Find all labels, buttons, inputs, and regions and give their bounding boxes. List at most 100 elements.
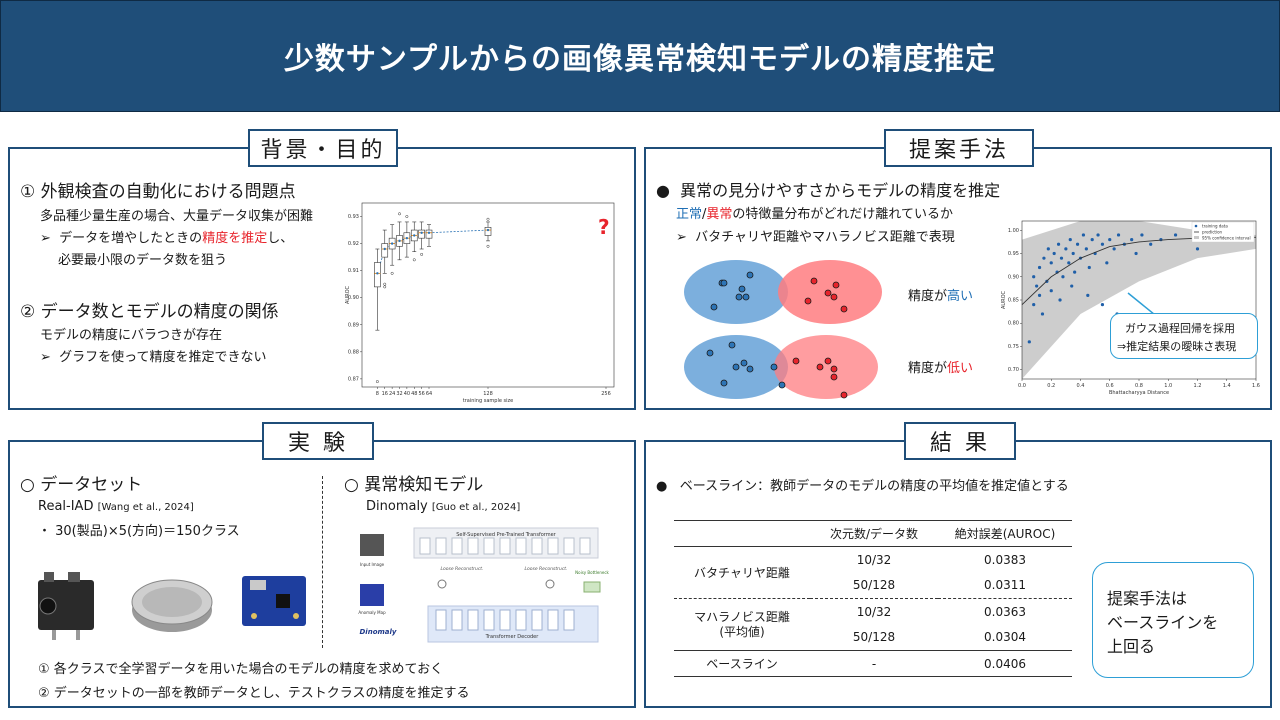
data-point [1052, 251, 1056, 256]
data-point [1058, 298, 1062, 302]
page-title: 少数サンプルからの画像異常検知モデルの精度推定 [283, 42, 997, 77]
table-row: 50/128 0.0304 [674, 625, 1072, 651]
method-callout: ガウス過程回帰を採用 ⇒推定結果の曖昧さ表現 [1110, 313, 1258, 359]
x-tick-label: 0.8 [1135, 383, 1143, 389]
product-images [38, 572, 306, 640]
x-tick-label: 256 [601, 391, 611, 397]
normal-distribution-high [684, 260, 788, 324]
results-table: 次元数/データ数 絶対誤差(AUROC) バタチャリヤ距離 10/32 0.03… [674, 520, 1072, 677]
legend-marker-data [1194, 224, 1198, 228]
results-callout-line1: 提案手法は [1107, 589, 1188, 608]
box [418, 229, 425, 239]
x-tick-label: 1.4 [1223, 383, 1231, 389]
x-tick-label: 0.6 [1106, 383, 1114, 389]
x-tick-label: 1.6 [1252, 383, 1260, 389]
data-point [1059, 256, 1064, 260]
data-point [1087, 265, 1091, 270]
y-tick-label: 0.70 [1008, 367, 1019, 373]
box-outlier [398, 212, 401, 216]
results-heading: 結 果 [904, 422, 1016, 460]
circuit-board-image [242, 576, 306, 626]
y-tick-label: 0.92 [348, 241, 359, 247]
data-point [1049, 289, 1053, 293]
legend-label: training data [1202, 224, 1228, 229]
box-outlier [405, 215, 409, 218]
baseline-note: ● ベースライン：教師データのモデルの精度の平均値を推定値とする [656, 479, 1069, 494]
table-cell-method: マハラノビス距離(平均値) [694, 609, 790, 639]
box-outlier [412, 258, 416, 262]
data-point [1173, 233, 1178, 237]
box-mean-point [427, 231, 431, 234]
data-point [1056, 242, 1061, 246]
audio-jack-image [38, 572, 94, 640]
x-tick-label: 1.0 [1164, 383, 1172, 389]
data-point [1075, 242, 1080, 246]
y-axis-label: AUROC [345, 286, 351, 304]
box-outlier [486, 244, 490, 248]
y-tick-label: 0.90 [1008, 274, 1019, 280]
x-tick-label: 0.2 [1047, 383, 1055, 389]
data-point [1134, 251, 1138, 256]
arrow-bullet-icon: ➢ [40, 350, 60, 365]
table-cell-err: 0.0363 [984, 604, 1026, 619]
diagram-bottom-label: Transformer Decoder [485, 634, 540, 640]
y-tick-label: 0.85 [1008, 298, 1019, 304]
table-header-row: 次元数/データ数 絶対誤差(AUROC) [674, 520, 1072, 547]
experiment-step2: ② データセットの一部を教師データとし、テストクラスの精度を推定する [38, 686, 470, 701]
table-cell-method: バタチャリヤ距離 [694, 566, 790, 580]
estimate-accuracy-highlight: 精度を推定 [202, 231, 268, 246]
arrow-bullet-icon: ➢ [40, 231, 60, 246]
box [425, 229, 433, 239]
results-callout-line3: 上回る [1107, 637, 1156, 656]
data-point [1049, 261, 1053, 265]
data-point [1086, 293, 1090, 297]
abnormal-distribution-low [774, 335, 878, 399]
y-tick-label: 0.80 [1008, 321, 1019, 327]
bg-item1-title: ① 外観検査の自動化における問題点 [20, 182, 296, 202]
box-outlier [390, 271, 394, 275]
method-panel: 提案手法 ● 異常の見分けやすさからモデルの精度を推定 正常/異常の特徴量分布が… [644, 129, 1272, 410]
bg-item2-title: ② データ数とモデルの精度の関係 [20, 302, 279, 322]
y-tick-label: 0.95 [1008, 251, 1019, 257]
table-row: バタチャリヤ距離 10/32 0.0383 [674, 547, 1072, 580]
experiment-step1: ① 各クラスで全学習データを用いた場合のモデルの精度を求めておく [38, 662, 444, 677]
data-point [1040, 312, 1045, 316]
accuracy-low-label: 精度が低い [908, 361, 974, 376]
title-banner: 少数サンプルからの画像異常検知モデルの精度推定 [0, 0, 1280, 112]
data-point [1081, 233, 1086, 237]
table-col-dims: 次元数/データ数 [829, 527, 919, 541]
data-point [1032, 303, 1036, 307]
box-mean-point [413, 234, 416, 237]
y-tick-label: 1.00 [1008, 228, 1019, 234]
box [484, 227, 492, 236]
data-point [1071, 251, 1075, 256]
diagram-noisy-label: Noisy Bottleneck [575, 570, 609, 575]
data-point [1032, 275, 1036, 279]
data-point [1064, 247, 1068, 251]
box-outlier [375, 380, 379, 384]
x-tick-label: 32 [396, 391, 402, 397]
data-point [1067, 261, 1071, 265]
coin-battery-image [131, 579, 213, 632]
box-mean-point [383, 247, 386, 251]
box-mean-point [405, 236, 409, 240]
distribution-diagram [684, 260, 882, 399]
confidence-band [1022, 221, 1256, 379]
data-point [1140, 233, 1144, 237]
results-panel: 結 果 ● ベースライン：教師データのモデルの精度の平均値を推定値とする 次元数… [644, 422, 1272, 708]
y-tick-label: 0.89 [348, 322, 359, 328]
data-point [1105, 261, 1109, 265]
x-tick-label: 56 [418, 391, 424, 397]
model-name-line: Dinomaly [Guo et al., 2024] [366, 499, 521, 514]
question-mark: ? [598, 215, 610, 239]
table-cell-method: ベースライン [706, 657, 778, 671]
box-mean-point [398, 239, 401, 243]
data-point [1037, 293, 1042, 297]
diagram-mid1-label: Loose Reconstruct. [440, 566, 483, 572]
table-cell-dims: 50/128 [852, 578, 896, 593]
x-tick-label: 40 [404, 391, 410, 397]
bg-item1-line3: 必要最小限のデータ数を狙う [58, 253, 228, 268]
y-tick-label: 0.88 [348, 349, 359, 355]
method-line1: 正常/異常の特徴量分布がどれだけ離れているか [676, 207, 954, 222]
